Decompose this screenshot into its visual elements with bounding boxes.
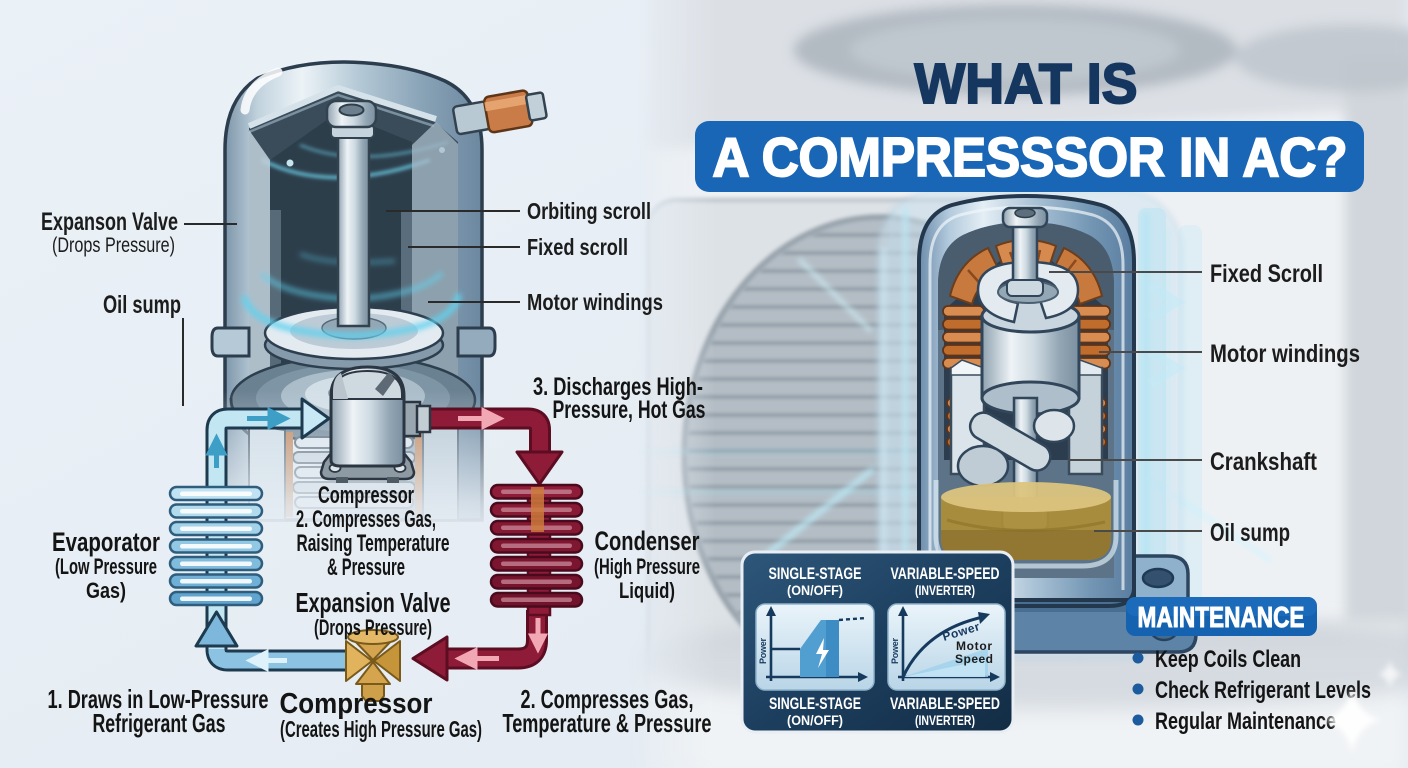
svg-text:Gas): Gas) <box>86 578 126 603</box>
svg-text:VARIABLE-SPEED: VARIABLE-SPEED <box>890 694 1000 713</box>
svg-text:SINGLE-STAGE: SINGLE-STAGE <box>769 694 861 713</box>
svg-text:VARIABLE-SPEED: VARIABLE-SPEED <box>891 564 1000 583</box>
svg-text:(INVERTER): (INVERTER) <box>915 712 975 728</box>
svg-text:Expanson Valve: Expanson Valve <box>41 208 178 236</box>
svg-text:2. Compresses Gas,: 2. Compresses Gas, <box>521 684 694 714</box>
svg-text:Temperature & Pressure: Temperature & Pressure <box>503 708 712 738</box>
svg-text:WHAT IS: WHAT IS <box>915 52 1138 116</box>
svg-text:Evaporator: Evaporator <box>52 527 160 557</box>
svg-text:Crankshaft: Crankshaft <box>1210 448 1318 476</box>
svg-text:Condenser: Condenser <box>595 526 700 556</box>
svg-text:(ON/OFF): (ON/OFF) <box>787 712 843 728</box>
svg-text:Keep Coils Clean: Keep Coils Clean <box>1155 646 1301 673</box>
svg-text:1. Draws in Low-Pressure: 1. Draws in Low-Pressure <box>48 684 269 714</box>
svg-text:Compressor: Compressor <box>318 482 414 509</box>
svg-text:A COMPRESSSOR IN AC?: A COMPRESSSOR IN AC? <box>713 126 1348 188</box>
svg-text:Compressor: Compressor <box>280 688 433 720</box>
svg-text:(ON/OFF): (ON/OFF) <box>787 582 843 598</box>
svg-text:(Drops Pressure): (Drops Pressure) <box>314 615 432 640</box>
svg-text:Power: Power <box>890 638 900 664</box>
svg-text:(Low Pressure: (Low Pressure <box>55 554 157 579</box>
svg-text:3. Discharges High-: 3. Discharges High- <box>533 373 703 401</box>
svg-text:Raising Temperature: Raising Temperature <box>297 530 450 557</box>
svg-text:Check Refrigerant Levels: Check Refrigerant Levels <box>1155 677 1371 704</box>
svg-text:Oil sump: Oil sump <box>1210 519 1290 547</box>
svg-text:(INVERTER): (INVERTER) <box>915 582 975 598</box>
svg-text:& Pressure: & Pressure <box>327 554 405 581</box>
svg-text:Power: Power <box>758 638 768 664</box>
svg-text:Motor windings: Motor windings <box>1210 340 1360 368</box>
svg-text:SINGLE-STAGE: SINGLE-STAGE <box>769 564 862 583</box>
svg-text:(Creates High Pressure Gas): (Creates High Pressure Gas) <box>280 716 482 742</box>
svg-text:Speed: Speed <box>955 652 993 666</box>
svg-text:Refrigerant Gas: Refrigerant Gas <box>93 708 226 738</box>
svg-text:Oil sump: Oil sump <box>103 291 181 319</box>
svg-text:Pressure, Hot Gas: Pressure, Hot Gas <box>553 396 706 424</box>
svg-text:Fixed scroll: Fixed scroll <box>527 234 628 260</box>
svg-text:(High Pressure: (High Pressure <box>594 554 700 579</box>
svg-text:Motor: Motor <box>956 639 992 653</box>
svg-text:MAINTENANCE: MAINTENANCE <box>1138 602 1305 634</box>
svg-text:Expansion Valve: Expansion Valve <box>296 587 451 618</box>
svg-text:Orbiting scroll: Orbiting scroll <box>527 198 651 224</box>
svg-text:2. Compresses Gas,: 2. Compresses Gas, <box>296 506 436 533</box>
svg-text:Liquid): Liquid) <box>619 578 675 603</box>
svg-text:Motor windings: Motor windings <box>527 289 663 315</box>
svg-text:Fixed Scroll: Fixed Scroll <box>1210 260 1323 288</box>
svg-text:(Drops Pressure): (Drops Pressure) <box>52 234 175 257</box>
svg-text:Regular Maintenance: Regular Maintenance <box>1155 708 1336 735</box>
